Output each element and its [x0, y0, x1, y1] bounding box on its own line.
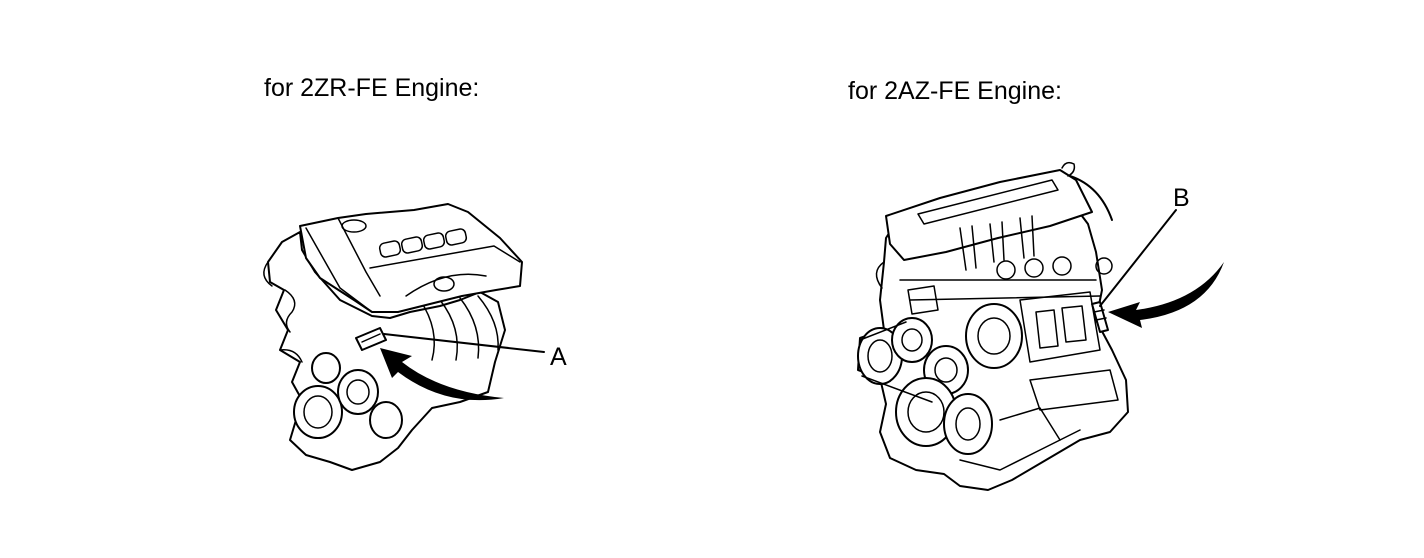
callout-label-b: B	[1173, 184, 1190, 212]
engine-illustration-2zr-fe	[263, 203, 545, 471]
engine-illustration-2az-fe	[857, 161, 1224, 491]
panel-title-2zr-fe: for 2ZR-FE Engine:	[264, 74, 480, 102]
callout-label-a: A	[550, 343, 567, 371]
panel-title-2az-fe: for 2AZ-FE Engine:	[848, 77, 1062, 105]
